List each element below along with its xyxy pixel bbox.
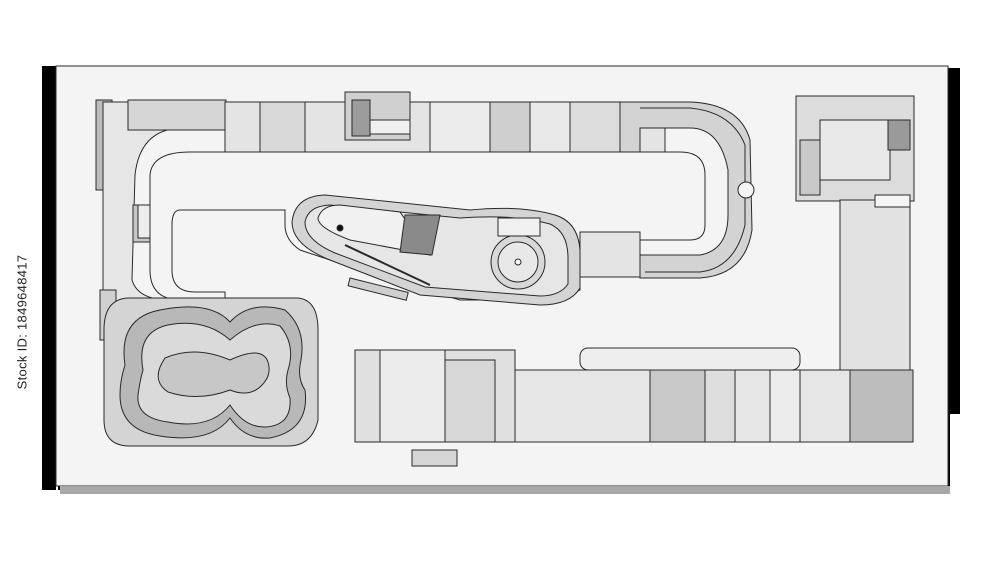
central-island — [291, 194, 641, 306]
top-ramp-strip — [224, 91, 755, 279]
right-vertical-run — [795, 95, 915, 371]
bowl — [103, 297, 319, 447]
bottom-ramp-strip — [354, 347, 914, 467]
stock-id-text: Stock ID: 1849648417 — [14, 254, 30, 390]
